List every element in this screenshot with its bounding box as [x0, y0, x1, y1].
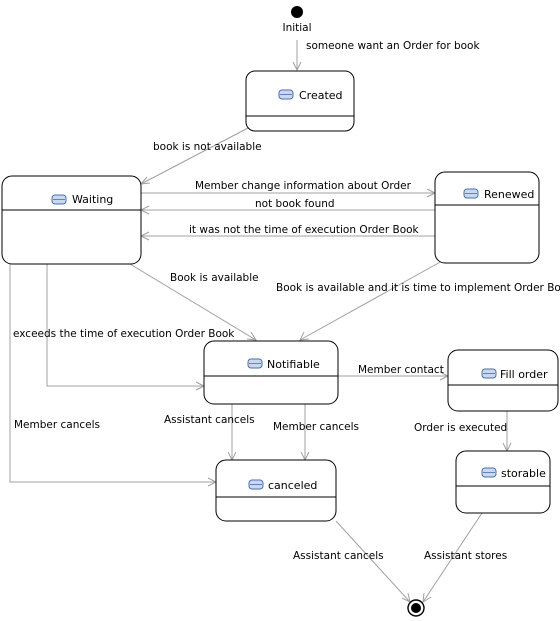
state-name: Fill order [500, 368, 548, 381]
state-storable[interactable]: storable [455, 450, 551, 514]
state-icon [247, 358, 263, 369]
label-renewed-to-waiting-1: not book found [255, 198, 335, 210]
label-canceled-to-final: Assistant cancels [293, 550, 384, 562]
edge-notifiable-to-canceled-1 [227, 404, 237, 462]
label-created-to-waiting: book is not available [153, 141, 262, 153]
label-notifiable-to-fill-order: Member contact [358, 364, 444, 376]
transition-labels: someone want an Order for book book is n… [13, 40, 560, 562]
label-notifiable-to-canceled-2: Member cancels [273, 421, 359, 433]
state-name: Renewed [484, 188, 534, 201]
state-icon [463, 188, 479, 199]
state-name: canceled [268, 479, 317, 492]
label-waiting-to-notifiable-1: Book is available [170, 272, 259, 284]
state-icon [278, 89, 294, 100]
edge-created-to-waiting [139, 127, 249, 185]
state-name: Notifiable [267, 358, 320, 371]
state-canceled[interactable]: canceled [215, 459, 337, 522]
edge-initial-to-created [292, 40, 302, 72]
state-name: Waiting [72, 193, 113, 206]
label-renewed-to-waiting-2: it was not the time of execution Order B… [189, 224, 420, 236]
state-renewed[interactable]: Renewed [434, 171, 540, 264]
initial-label: Initial [282, 22, 311, 34]
label-initial-to-created: someone want an Order for book [306, 40, 480, 52]
edge-waiting-to-notifiable-1 [129, 263, 257, 341]
state-fill-order[interactable]: Fill order [447, 349, 559, 412]
label-fill-order-to-storable: Order is executed [414, 422, 507, 434]
state-waiting[interactable]: Waiting [1, 175, 142, 265]
label-waiting-to-canceled: Member cancels [14, 419, 100, 431]
edge-storable-to-final [422, 512, 483, 603]
label-notifiable-to-canceled-1: Assistant cancels [164, 414, 255, 426]
state-name: storable [501, 467, 546, 480]
edge-renewed-to-notifiable [299, 260, 443, 341]
initial-node [291, 6, 303, 18]
state-icon [481, 368, 497, 379]
label-storable-to-final: Assistant stores [424, 550, 507, 562]
state-created[interactable]: Created [245, 70, 355, 132]
state-icon [481, 467, 497, 478]
state-icon [248, 479, 264, 490]
label-waiting-to-renewed: Member change information about Order [195, 180, 412, 192]
label-waiting-to-notifiable-2: exceeds the time of execution Order Book [13, 328, 235, 340]
final-node [407, 599, 425, 617]
label-renewed-to-notifiable: Book is available and it is time to impl… [276, 282, 560, 294]
state-name: Created [299, 89, 343, 102]
state-notifiable[interactable]: Notifiable [203, 340, 339, 405]
state-icon [51, 194, 67, 205]
transitions [9, 40, 512, 603]
